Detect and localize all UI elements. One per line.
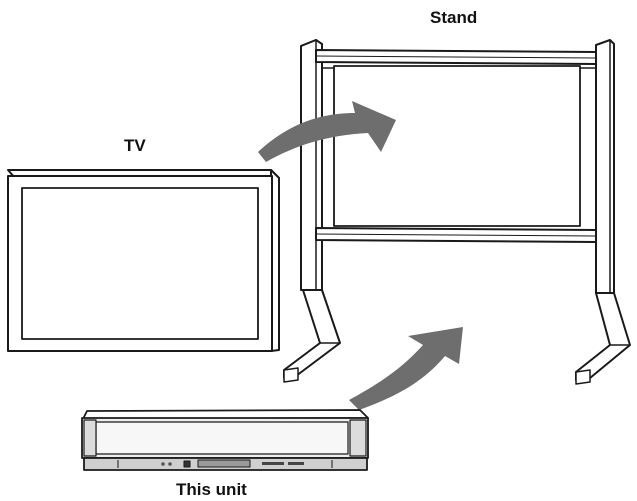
- curved-arrow-icon: [349, 327, 463, 410]
- soundbar-illustration: [81, 409, 369, 471]
- stand-right-post: [595, 39, 615, 294]
- soundbar-button: [161, 462, 165, 466]
- soundbar-control-strip: [262, 462, 284, 465]
- soundbar-port: [183, 460, 191, 468]
- stand-left-post-face: [300, 39, 323, 291]
- soundbar-left-cap: [83, 419, 97, 457]
- stand-illustration: [283, 39, 631, 385]
- soundbar-grille: [95, 421, 349, 455]
- unit-label: This unit: [176, 480, 247, 499]
- curved-arrow-icon: [258, 101, 396, 162]
- soundbar-display-window: [197, 459, 251, 468]
- stand-right-foot: [575, 292, 631, 381]
- soundbar-button: [168, 462, 172, 466]
- stand-left-foot: [283, 289, 341, 379]
- tv-screen: [21, 187, 259, 340]
- stand-label: Stand: [430, 8, 478, 27]
- stand-back-frame: [333, 65, 581, 227]
- soundbar-right-cap: [349, 419, 367, 457]
- tv-illustration: [7, 169, 280, 352]
- soundbar-control-strip: [288, 462, 304, 465]
- tv-label: TV: [124, 136, 146, 155]
